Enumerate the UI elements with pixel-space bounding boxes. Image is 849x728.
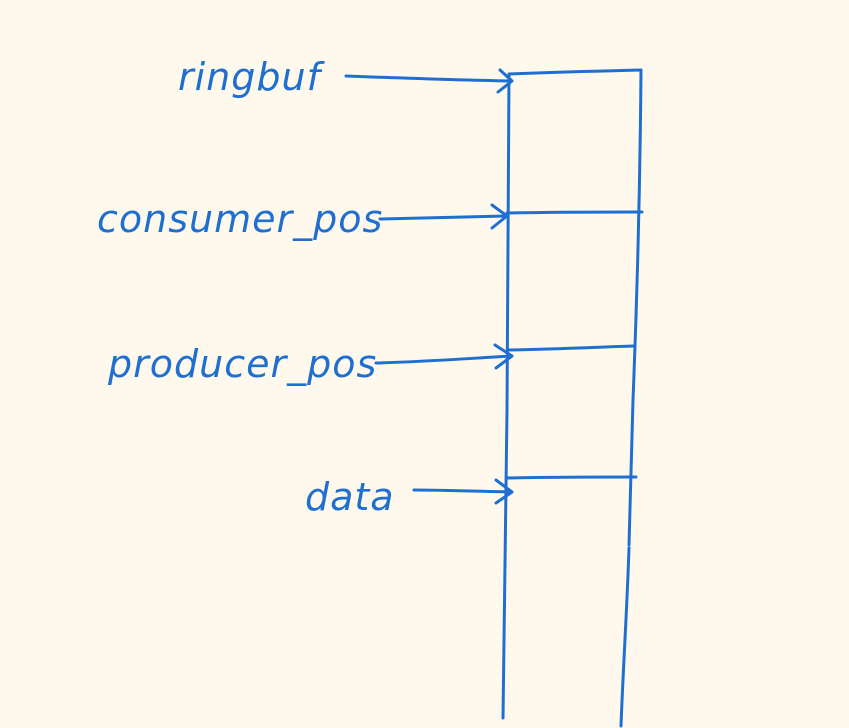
slot-divider-data — [505, 475, 638, 480]
arrow-data — [412, 478, 514, 505]
label-data: data — [305, 475, 395, 519]
memory-block-left-edge — [501, 72, 511, 720]
arrow-consumer-pos — [378, 203, 509, 230]
slot-divider-producer — [506, 344, 636, 352]
memory-block-top-edge — [507, 68, 643, 76]
label-ringbuf: ringbuf — [178, 55, 326, 99]
arrow-producer-pos — [374, 343, 514, 370]
slot-divider-consumer — [505, 210, 644, 215]
arrow-ringbuf — [344, 68, 514, 94]
label-producer-pos: producer_pos — [107, 342, 377, 386]
memory-block-right-edge — [627, 68, 643, 547]
label-consumer-pos: consumer_pos — [97, 197, 383, 241]
memory-block-right-edge-lower — [619, 546, 631, 728]
